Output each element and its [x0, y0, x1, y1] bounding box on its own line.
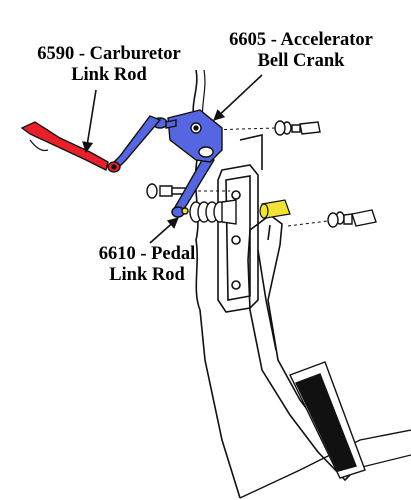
bolt-lower-right — [327, 209, 377, 228]
label-carburetor-line1: 6590 - Carburetor — [37, 44, 181, 64]
leader-arrow-carburetor — [82, 89, 97, 154]
label-carburetor-link-rod: 6590 - Carburetor Link Rod — [14, 44, 204, 86]
leader-arrow-bell-crank — [213, 74, 263, 121]
bolt-left — [146, 183, 187, 199]
spring-assembly — [189, 199, 237, 225]
accelerator-bell-crank — [152, 109, 223, 163]
carburetor-link-rod — [20, 121, 121, 173]
bushing-highlight — [259, 199, 291, 219]
label-bell-crank-line2: Bell Crank — [257, 51, 345, 71]
label-accelerator-bell-crank: 6605 - Accelerator Bell Crank — [216, 30, 386, 72]
label-pedal-line1: 6610 - Pedal — [98, 244, 196, 264]
pedal-pad — [289, 361, 366, 479]
pedal-link-rod — [170, 154, 215, 218]
carburetor-rod-end-clip — [29, 139, 49, 152]
pedal-bracket — [217, 133, 263, 313]
leader-arrow-pedal — [149, 217, 179, 244]
label-carburetor-line2: Link Rod — [71, 65, 147, 85]
label-pedal-link-rod: 6610 - Pedal Link Rod — [82, 244, 212, 286]
leader-dash-lower-right — [287, 220, 329, 227]
bolt-upper — [274, 120, 321, 136]
label-bell-crank-line1: 6605 - Accelerator — [229, 30, 373, 50]
label-pedal-line2: Link Rod — [109, 265, 185, 285]
crank-upper-link — [110, 115, 162, 169]
